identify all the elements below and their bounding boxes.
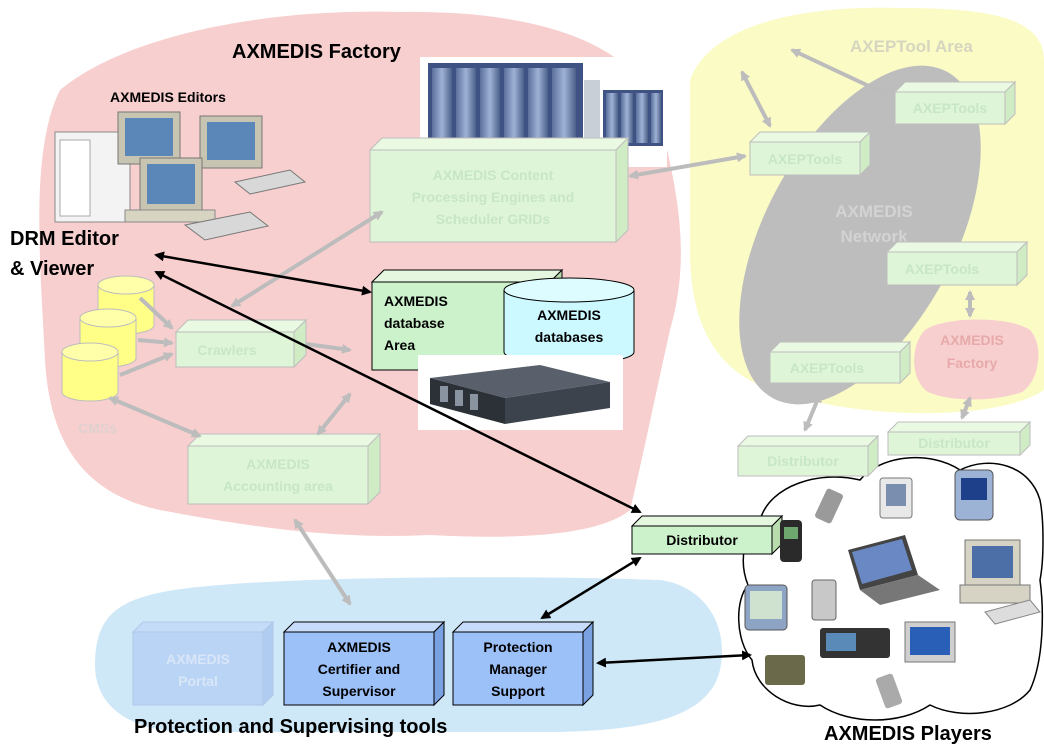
certifier-line-3: Supervisor xyxy=(322,683,396,699)
portal-line-2: Portal xyxy=(178,673,218,689)
distributor-main-label: Distributor xyxy=(666,532,738,548)
accounting-box: AXMEDIS Accounting area xyxy=(186,432,382,506)
network-label-1: AXMEDIS xyxy=(835,202,912,221)
distributor-left-label: Distributor xyxy=(767,453,839,469)
portal-line-1: AXMEDIS xyxy=(166,651,230,667)
active-connectors xyxy=(154,251,752,668)
cmss-label: CMSs xyxy=(78,420,117,436)
editors-label: AXMEDIS Editors xyxy=(110,89,226,105)
certifier-box: AXMEDIS Certifier and Supervisor xyxy=(282,620,446,707)
factory-small-line-1: AXMEDIS xyxy=(940,332,1004,348)
database-area-line-1: AXMEDIS xyxy=(384,293,448,309)
distributor-right-label: Distributor xyxy=(918,435,990,451)
content-processing-line-2: Processing Engines and xyxy=(412,189,575,205)
databases-line-1: AXMEDIS xyxy=(537,307,601,323)
axeptools-box-1: AXEPTools xyxy=(893,80,1017,126)
network-label-2: Network xyxy=(840,227,908,246)
accounting-line-2: Accounting area xyxy=(223,478,333,494)
protection-manager-box: Protection Manager Support xyxy=(451,620,595,707)
portal-box: AXMEDIS Portal xyxy=(131,620,275,707)
accounting-line-1: AXMEDIS xyxy=(246,456,310,472)
certifier-line-1: AXMEDIS xyxy=(327,639,391,655)
axeptools-label-3: AXEPTools xyxy=(905,261,980,277)
axeptools-label-1: AXEPTools xyxy=(913,100,988,116)
axeptools-label-4: AXEPTools xyxy=(790,360,865,376)
storage-hardware-image xyxy=(418,355,623,430)
factory-small-blob: AXMEDIS Factory xyxy=(914,319,1039,400)
axeptools-box-4: AXEPTools xyxy=(768,340,912,385)
crawlers-label: Crawlers xyxy=(197,342,256,358)
player-devices-image xyxy=(744,469,1041,709)
database-area-line-2: database xyxy=(384,315,445,331)
content-processing-line-1: AXMEDIS Content xyxy=(433,167,554,183)
databases-line-2: databases xyxy=(535,329,604,345)
databases-cylinder: AXMEDIS databases xyxy=(503,277,635,365)
database-area-line-3: Area xyxy=(384,337,415,353)
cms-cylinders xyxy=(61,275,155,402)
drm-editor-label-2: & Viewer xyxy=(10,258,94,280)
distributor-main-box: Distributor xyxy=(630,514,784,556)
players-title: AXMEDIS Players xyxy=(824,723,992,745)
crawlers-box: Crawlers xyxy=(174,318,308,369)
axmedis-network-region xyxy=(739,65,981,405)
protection-manager-line-1: Protection xyxy=(483,639,552,655)
content-processing-box: AXMEDIS Content Processing Engines and S… xyxy=(368,136,630,244)
protection-manager-line-3: Support xyxy=(491,683,545,699)
distributor-box-left: Distributor xyxy=(736,434,880,478)
protection-tools-title: Protection and Supervising tools xyxy=(134,716,447,738)
content-processing-line-3: Scheduler GRIDs xyxy=(436,211,551,227)
editors-computers-image xyxy=(54,111,307,241)
axeptools-label-2: AXEPTools xyxy=(768,151,843,167)
certifier-line-2: Certifier and xyxy=(318,661,400,677)
factory-title: AXMEDIS Factory xyxy=(232,41,402,63)
factory-small-line-2: Factory xyxy=(947,355,998,371)
axeptool-area-title: AXEPTool Area xyxy=(850,37,973,56)
distributor-box-right: Distributor xyxy=(886,420,1032,457)
axeptools-box-3: AXEPTools xyxy=(885,240,1029,287)
protection-manager-line-2: Manager xyxy=(489,661,547,677)
axeptools-box-2: AXEPTools xyxy=(748,130,872,177)
drm-editor-label-1: DRM Editor xyxy=(10,228,119,250)
